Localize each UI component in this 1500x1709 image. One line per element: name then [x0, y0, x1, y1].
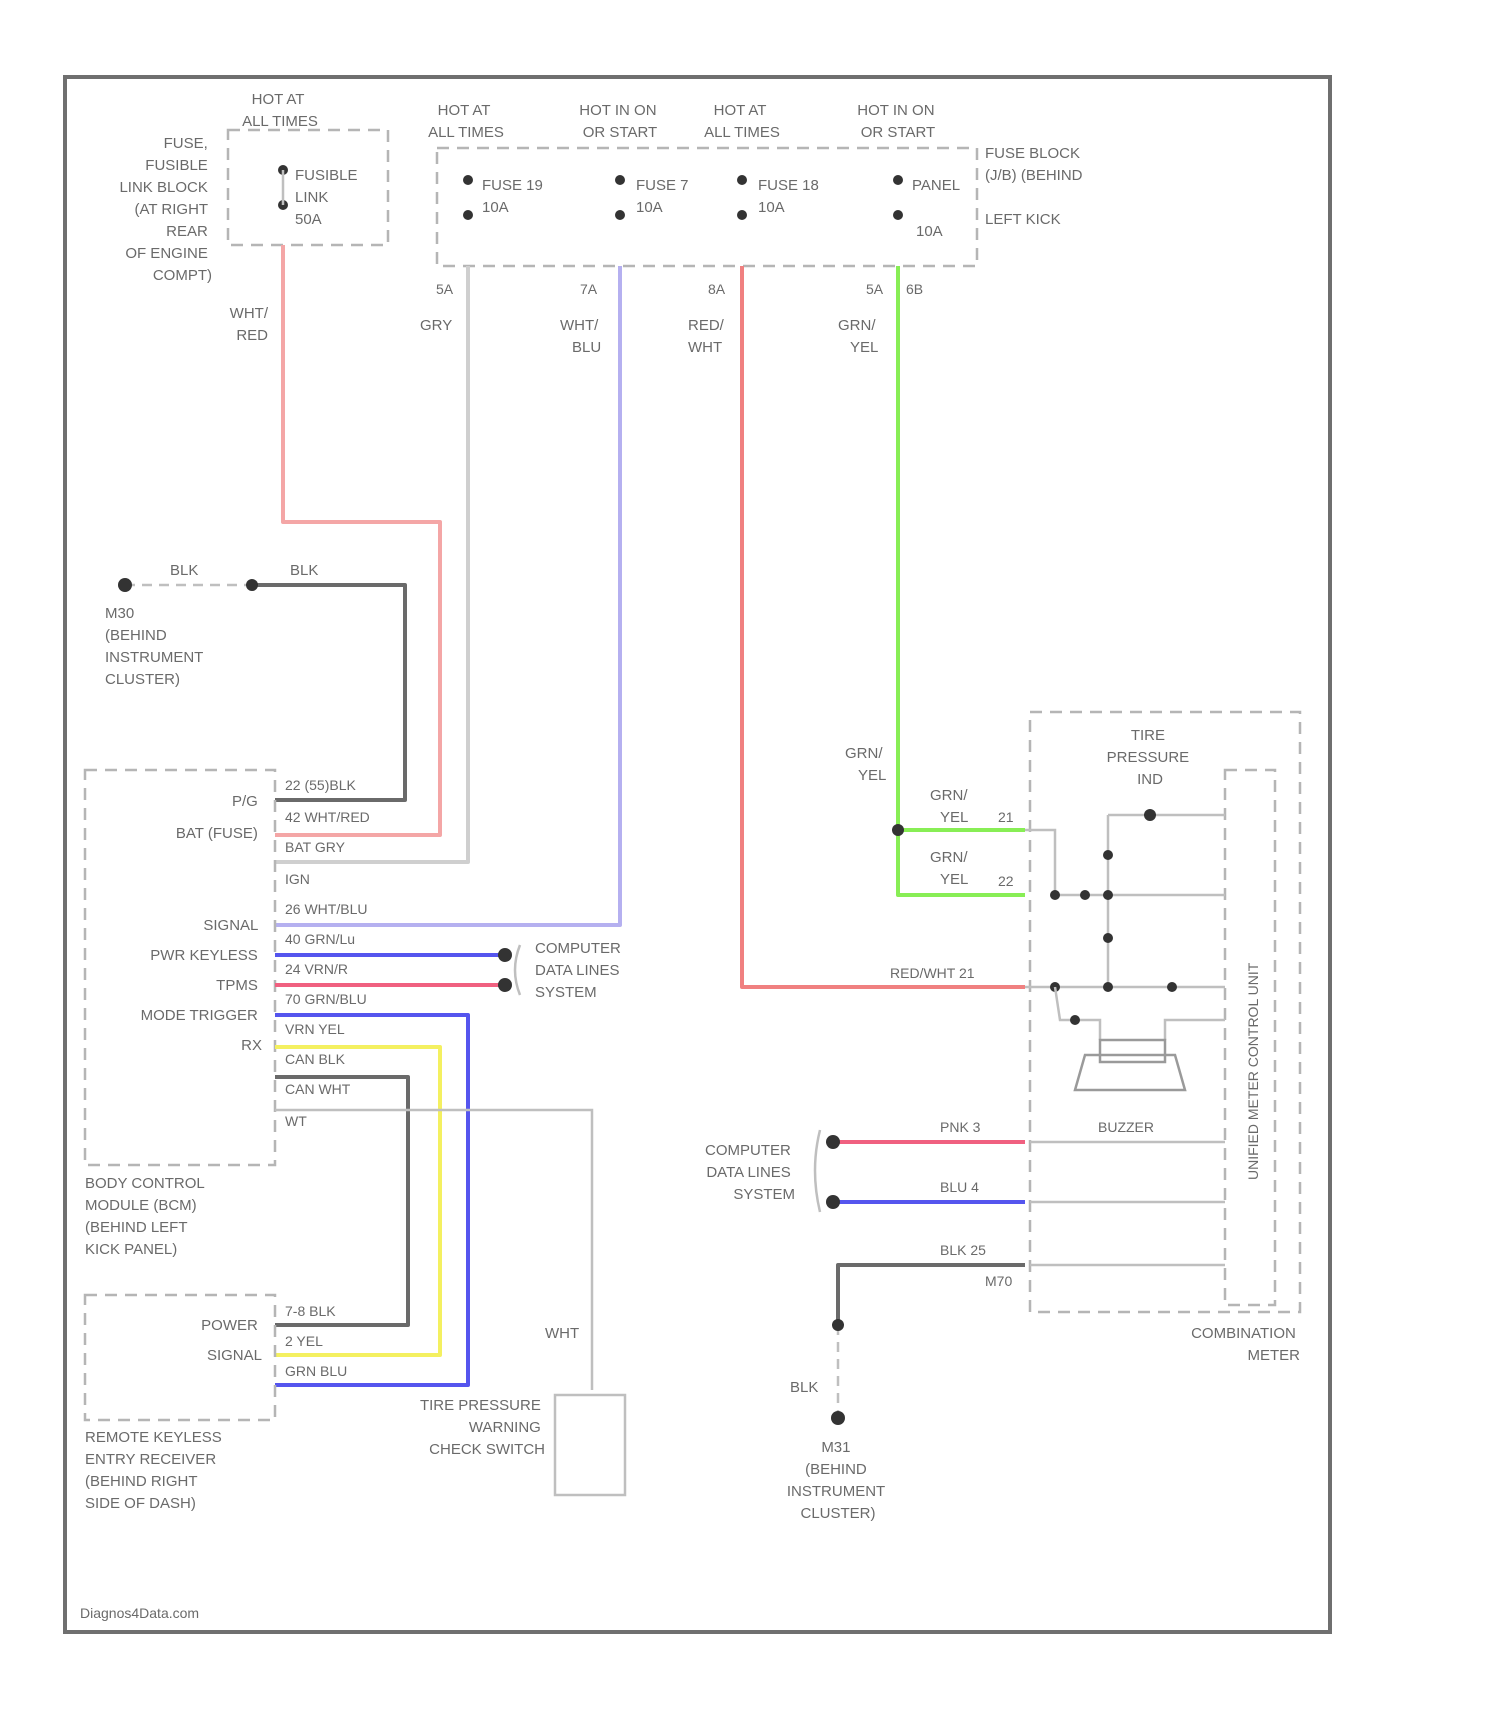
- wire-blk-ground-1: [252, 585, 405, 800]
- wire-label-blk-ground: BLK: [790, 1379, 818, 1396]
- svg-text:6B: 6B: [906, 281, 923, 297]
- meter-pin-21: 21: [998, 809, 1014, 825]
- tpms-indicator-label: TIRE PRESSURE IND: [1107, 727, 1194, 788]
- wire-label-blk-a: BLK: [170, 562, 198, 579]
- wire-label-red-wht: RED/WHT: [688, 317, 725, 356]
- meter-pin-pnk: PNK 3: [940, 1119, 981, 1135]
- fuse-block-label: FUSE BLOCK (J/B) (BEHIND LEFT KICK: [985, 145, 1087, 228]
- wire-label-grn-yel: GRN/YEL: [838, 317, 878, 356]
- svg-text:7A: 7A: [580, 281, 598, 297]
- power-label-5: HOT IN ON OR START: [857, 102, 938, 141]
- meter-pin-m70: M70: [985, 1273, 1012, 1289]
- svg-text:BUZZER: BUZZER: [1098, 1119, 1154, 1135]
- combination-meter-label: COMBINATION METER: [1191, 1325, 1300, 1364]
- power-label-2: HOT AT ALL TIMES: [428, 102, 504, 141]
- fuse-block: FUSE BLOCK (J/B) (BEHIND LEFT KICK FUSE …: [436, 145, 1087, 297]
- wire-label-wht-red: WHT/RED: [230, 305, 269, 344]
- power-label-4: HOT AT ALL TIMES: [704, 102, 780, 141]
- fusible-link-label: FUSIBLE LINK 50A: [295, 167, 362, 228]
- power-label-3: HOT IN ON OR START: [579, 102, 660, 141]
- svg-text:P/G BAT (FUSE) SIG: P/G BAT (FUSE) SIGNAL PWR KEYLESS TPMS M…: [141, 793, 262, 1054]
- wire-wht-red: [275, 245, 440, 835]
- meter-pin-22: 22: [998, 873, 1014, 889]
- wire-label-wht-blu: WHT/BLU: [560, 317, 601, 356]
- power-label-1: HOT AT ALL TIMES: [242, 91, 318, 130]
- svg-text:5A: 5A: [436, 281, 454, 297]
- wire-label-blk-b: BLK: [290, 562, 318, 579]
- buzzer: BUZZER: [1075, 1020, 1225, 1135]
- bcm-label: BODY CONTROL MODULE (BCM) (BEHIND LEFT K…: [85, 1175, 208, 1258]
- svg-text:5A: 5A: [866, 281, 884, 297]
- wire-label-wht-switch: WHT: [545, 1325, 579, 1342]
- meter-pin-red-wht: RED/WHT 21: [890, 965, 975, 981]
- wire-label-grn-yel-3: GRN/YEL: [930, 787, 968, 826]
- remote-keyless-receiver: POWER SIGNAL 7-8 BLK 2 YEL GRN BLU REMOT…: [85, 1295, 347, 1512]
- wire-label-gry: GRY: [420, 317, 452, 334]
- watermark: Diagnos4Data.com: [80, 1605, 199, 1621]
- computer-data-lines-2: COMPUTER DATA LINES SYSTEM: [705, 1142, 795, 1203]
- fusible-link-block-label: FUSE, FUSIBLE LINK BLOCK (AT RIGHT REAR …: [119, 135, 212, 284]
- wire-red-wht: [742, 266, 1025, 987]
- wire-wht-blu: [275, 266, 620, 925]
- unified-meter-label: UNIFIED METER CONTROL UNIT: [1245, 962, 1261, 1180]
- combination-meter: COMBINATION METER TIRE PRESSURE IND UNIF…: [1025, 712, 1300, 1364]
- wire-label-grn-yel-2: GRN/YEL: [845, 745, 886, 784]
- ground-1-label: M30 (BEHIND INSTRUMENT CLUSTER): [105, 605, 207, 688]
- computer-data-lines-1: COMPUTER DATA LINES SYSTEM: [535, 940, 625, 1001]
- wire-label-grn-yel-4: GRN/YEL: [930, 849, 968, 888]
- svg-text:8A: 8A: [708, 281, 726, 297]
- svg-text:7-8 BLK 2 YEL: 7-8 BLK 2 YEL GRN BLU: [285, 1303, 347, 1379]
- tpms-switch-label: TIRE PRESSURE WARNING CHECK SWITCH: [420, 1397, 545, 1458]
- svg-text:POWER SIGNAL: POWER SIGNAL: [201, 1317, 262, 1364]
- ground-2-label: M31 (BEHIND INSTRUMENT CLUSTER): [787, 1439, 889, 1522]
- meter-pin-blk: BLK 25: [940, 1242, 986, 1258]
- keyless-receiver-label: REMOTE KEYLESS ENTRY RECEIVER (BEHIND RI…: [85, 1429, 226, 1512]
- meter-pin-blu: BLU 4: [940, 1179, 979, 1195]
- tpms-check-switch: TIRE PRESSURE WARNING CHECK SWITCH: [420, 1395, 625, 1495]
- fusible-link-block: FUSE, FUSIBLE LINK BLOCK (AT RIGHT REAR …: [119, 130, 388, 284]
